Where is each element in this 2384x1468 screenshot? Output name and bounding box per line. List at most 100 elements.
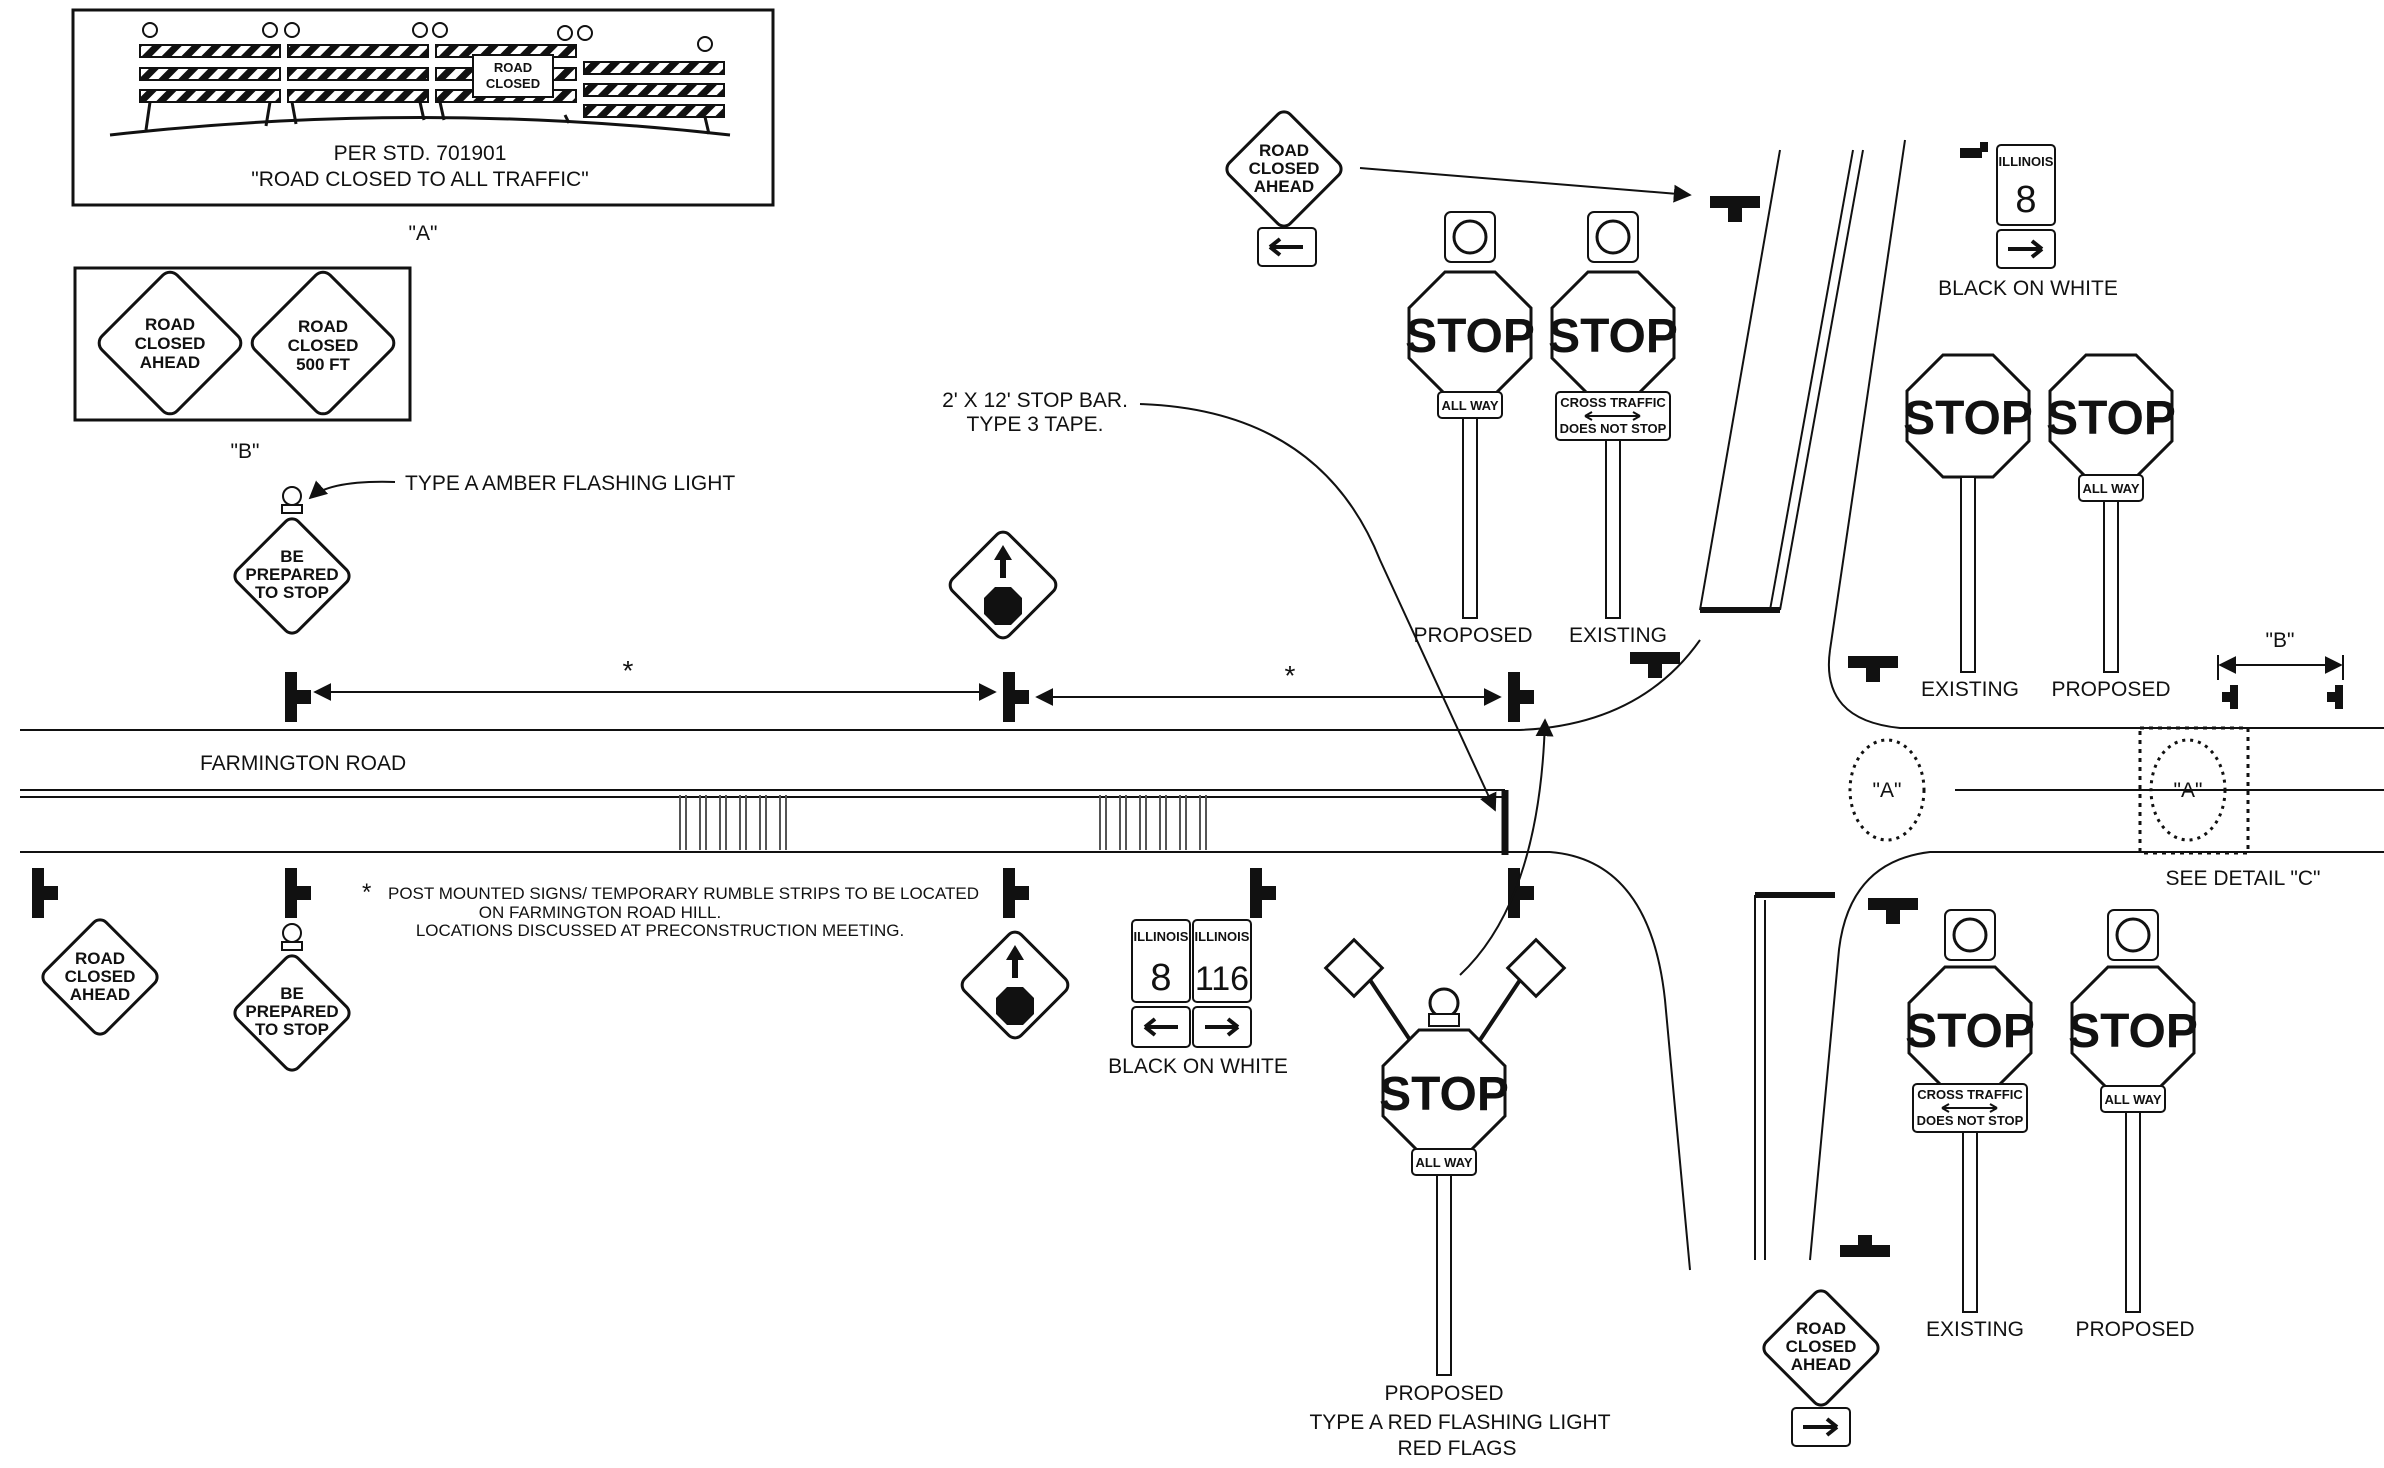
svg-text:CROSS TRAFFIC: CROSS TRAFFIC	[1560, 395, 1666, 410]
post-symbol	[1630, 652, 1680, 678]
svg-text:POST MOUNTED SIGNS/ TEMPORARY: POST MOUNTED SIGNS/ TEMPORARY RUMBLE STR…	[388, 884, 979, 903]
svg-text:DOES NOT STOP: DOES NOT STOP	[1917, 1113, 2024, 1128]
post-symbol	[285, 868, 311, 918]
svg-text:8: 8	[1150, 957, 1171, 999]
stop-sign-existing-lower: STOP CROSS TRAFFIC DOES NOT STOP EXISTIN…	[1905, 909, 2035, 1341]
svg-text:AHEAD: AHEAD	[140, 353, 200, 372]
detail-b-tag: "B"	[231, 440, 260, 463]
red-flag-right	[1505, 937, 1567, 999]
svg-text:ILLINOIS: ILLINOIS	[1195, 929, 1250, 944]
svg-text:CLOSED: CLOSED	[1249, 159, 1320, 178]
svg-text:STOP: STOP	[1905, 1005, 2035, 1058]
svg-text:PREPARED: PREPARED	[245, 1002, 338, 1021]
road-closed-500ft-diamond: ROAD CLOSED 500 FT	[250, 270, 396, 416]
detail-b-spacing: "B"	[2217, 629, 2344, 680]
post-symbol	[1508, 672, 1534, 722]
barricade-location-a-right: "A" SEE DETAIL "C"	[2138, 726, 2321, 890]
placement-note: * POST MOUNTED SIGNS/ TEMPORARY RUMBLE S…	[362, 879, 979, 940]
spacing-mark: *	[1285, 660, 1296, 691]
svg-text:PER STD. 701901: PER STD. 701901	[334, 142, 507, 165]
svg-text:PREPARED: PREPARED	[245, 565, 338, 584]
be-prepared-to-stop-sign-lower: BE PREPARED TO STOP	[233, 923, 351, 1072]
svg-text:SEE DETAIL "C": SEE DETAIL "C"	[2166, 867, 2321, 890]
amber-light-label: TYPE A AMBER FLASHING LIGHT	[405, 472, 735, 495]
post-symbol	[32, 868, 58, 918]
svg-text:ALL WAY: ALL WAY	[2082, 481, 2139, 496]
barricade-lights	[142, 22, 713, 52]
black-on-white-label: BLACK ON WHITE	[1108, 1055, 1288, 1078]
post-symbol	[2222, 685, 2238, 709]
stop-sign-proposed-lower: STOP ALL WAY PROPOSED	[2068, 909, 2198, 1341]
amber-light-leader	[308, 480, 396, 500]
post-symbol	[1003, 672, 1029, 722]
svg-text:DOES NOT STOP: DOES NOT STOP	[1560, 421, 1667, 436]
svg-text:TYPE A RED FLASHING LIGHT: TYPE A RED FLASHING LIGHT	[1309, 1411, 1610, 1434]
svg-text:CLOSED: CLOSED	[288, 336, 359, 355]
svg-text:STOP: STOP	[1903, 392, 2033, 445]
stop-sign-proposed-flagged: STOP ALL WAY PROPOSED TYPE A RED FLASHIN…	[1309, 718, 1611, 1460]
svg-text:EXISTING: EXISTING	[1926, 1318, 2024, 1341]
black-on-white-label: BLACK ON WHITE	[1938, 277, 2118, 300]
svg-text:EXISTING: EXISTING	[1569, 624, 1667, 647]
sign-spacing-dimensions	[313, 683, 1502, 706]
svg-text:ALL WAY: ALL WAY	[1441, 398, 1498, 413]
cross-road	[1699, 139, 2384, 1261]
svg-text:500 FT: 500 FT	[296, 355, 350, 374]
svg-text:8: 8	[2015, 179, 2036, 221]
road-closed-ahead-sign-top: ROAD CLOSED AHEAD	[1225, 110, 1692, 267]
svg-text:TO STOP: TO STOP	[255, 583, 329, 602]
post-symbol	[1003, 868, 1029, 918]
svg-text:ROAD: ROAD	[145, 315, 195, 334]
barricade-legs	[144, 101, 711, 135]
svg-text:"ROAD CLOSED TO ALL TRAFFIC": "ROAD CLOSED TO ALL TRAFFIC"	[251, 168, 588, 191]
svg-text:STOP: STOP	[1379, 1068, 1509, 1121]
stop-sign-existing-upper: STOP CROSS TRAFFIC DOES NOT STOP EXISTIN…	[1548, 211, 1678, 647]
illinois-route-marker-upper: ILLINOIS 8 BLACK ON WHITE	[1938, 144, 2118, 300]
svg-text:STOP: STOP	[1548, 310, 1678, 363]
barricade-location-a-left: "A"	[1848, 738, 1926, 842]
svg-text:PROPOSED: PROPOSED	[2051, 678, 2170, 701]
svg-text:CROSS TRAFFIC: CROSS TRAFFIC	[1917, 1087, 2023, 1102]
svg-text:ROAD: ROAD	[1259, 141, 1309, 160]
post-symbol	[1250, 868, 1276, 918]
red-flag-left	[1323, 937, 1385, 999]
svg-text:*: *	[362, 879, 371, 906]
svg-text:ON FARMINGTON ROAD HILL.: ON FARMINGTON ROAD HILL.	[479, 903, 721, 922]
road-closed-panel	[472, 54, 554, 98]
svg-text:2' X 12' STOP BAR.: 2' X 12' STOP BAR.	[942, 389, 1128, 412]
svg-text:"A": "A"	[2174, 779, 2203, 802]
post-symbol	[2327, 685, 2343, 709]
svg-text:CLOSED: CLOSED	[1786, 1337, 1857, 1356]
svg-text:PROPOSED: PROPOSED	[2075, 1318, 2194, 1341]
svg-text:ALL WAY: ALL WAY	[2104, 1092, 2161, 1107]
svg-text:116: 116	[1195, 960, 1249, 998]
svg-text:CLOSED: CLOSED	[65, 967, 136, 986]
svg-text:PROPOSED: PROPOSED	[1413, 624, 1532, 647]
farmington-road-label: FARMINGTON ROAD	[200, 752, 406, 775]
svg-text:LOCATIONS DISCUSSED AT PRECONS: LOCATIONS DISCUSSED AT PRECONSTRUCTION M…	[416, 921, 904, 940]
be-prepared-to-stop-sign-upper: BE PREPARED TO STOP	[233, 486, 351, 635]
svg-text:STOP: STOP	[2068, 1005, 2198, 1058]
svg-text:TO STOP: TO STOP	[255, 1020, 329, 1039]
road-closed-ahead-sign-left: ROAD CLOSED AHEAD	[41, 918, 159, 1036]
svg-text:AHEAD: AHEAD	[70, 985, 130, 1004]
svg-text:"B": "B"	[2266, 629, 2295, 652]
detail-b-advance-signs: ROAD CLOSED AHEAD ROAD CLOSED 500 FT "B"	[73, 266, 412, 463]
rumble-strips	[679, 795, 1207, 850]
post-symbol	[1868, 898, 1918, 924]
svg-text:STOP: STOP	[2046, 392, 2176, 445]
stop-bar-callout: 2' X 12' STOP BAR. TYPE 3 TAPE.	[942, 389, 1497, 812]
svg-text:ILLINOIS: ILLINOIS	[1999, 154, 2054, 169]
road-closed-ahead-sign-bottom: ROAD CLOSED AHEAD	[1762, 1289, 1880, 1447]
svg-text:BE: BE	[280, 984, 304, 1003]
spacing-mark: *	[623, 655, 634, 686]
svg-text:EXISTING: EXISTING	[1921, 678, 2019, 701]
stop-sign-proposed-right: STOP ALL WAY PROPOSED	[2046, 353, 2176, 701]
svg-text:PROPOSED: PROPOSED	[1384, 1382, 1503, 1405]
post-symbol	[1840, 1235, 1890, 1257]
road-closed-ahead-diamond: ROAD CLOSED AHEAD	[97, 270, 243, 416]
stop-sign-proposed-upper: STOP ALL WAY PROPOSED	[1405, 211, 1535, 647]
svg-text:ROAD: ROAD	[75, 949, 125, 968]
svg-text:ALL WAY: ALL WAY	[1415, 1155, 1472, 1170]
